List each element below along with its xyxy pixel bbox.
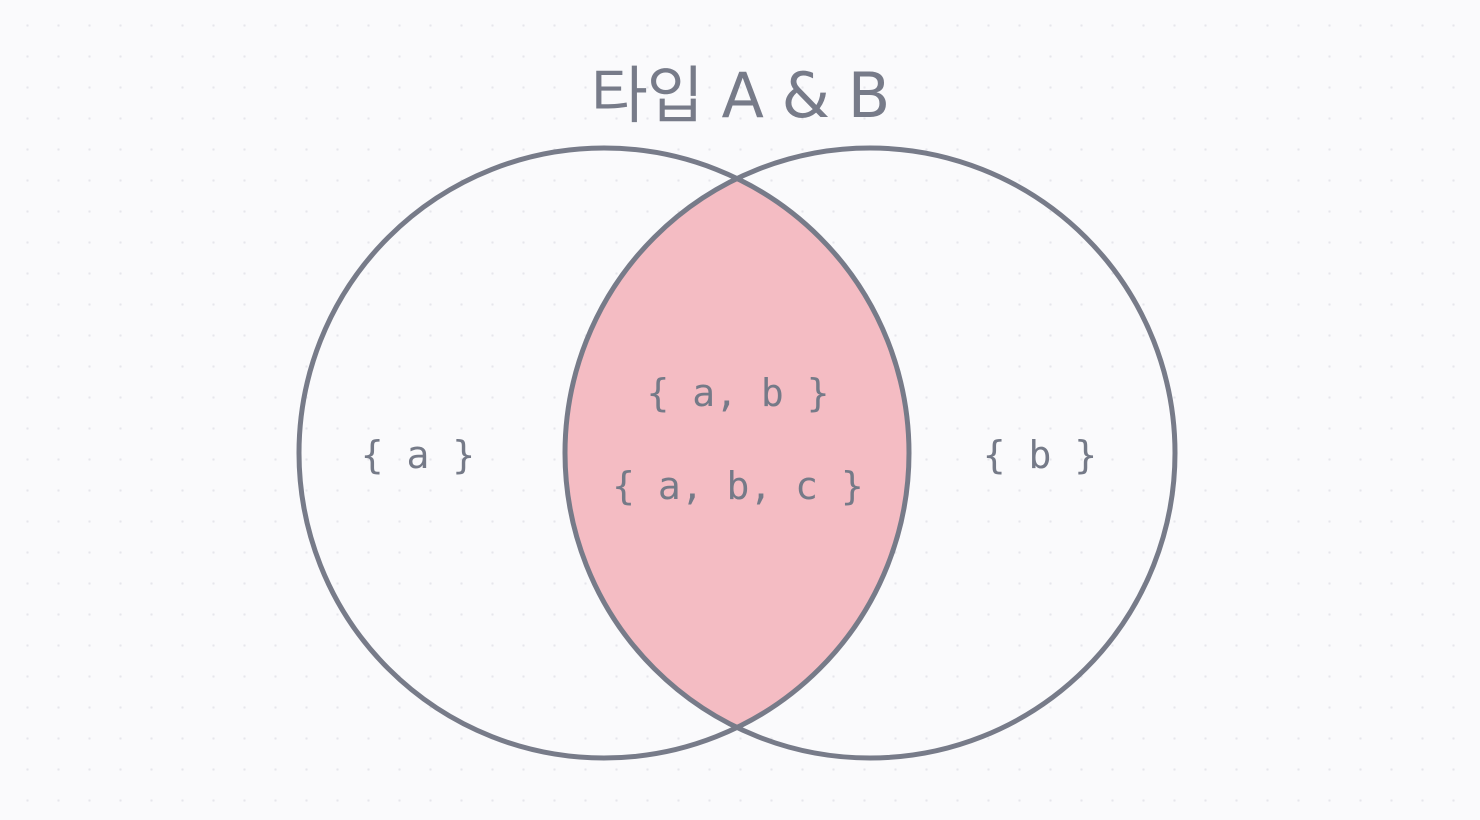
intersection-region xyxy=(565,148,909,758)
label-intersection-ab: { a, b } xyxy=(646,371,829,415)
label-only-b: { b } xyxy=(983,433,1097,477)
circle-type-b xyxy=(562,145,1178,761)
diagram-title: 타입 A & B xyxy=(590,59,891,132)
circle-type-a xyxy=(296,145,912,761)
label-only-a: { a } xyxy=(361,433,475,477)
label-intersection-abc: { a, b, c } xyxy=(612,464,864,508)
